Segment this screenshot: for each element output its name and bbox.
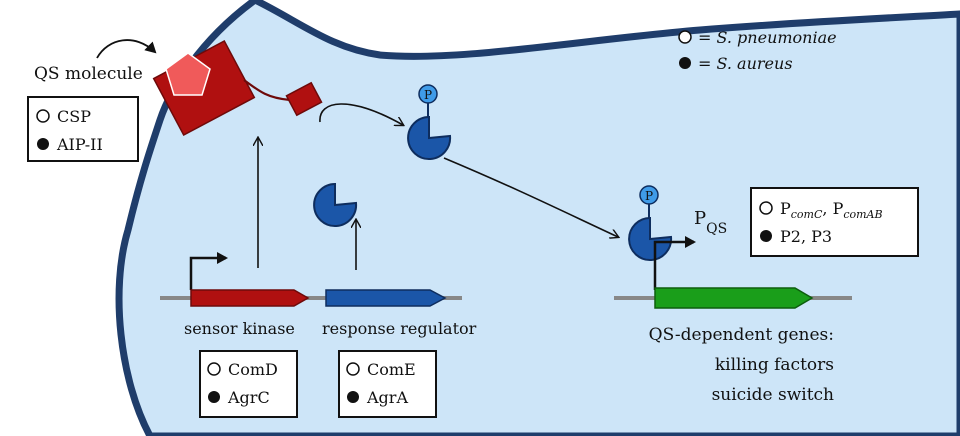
open-circle-icon <box>36 109 50 123</box>
response-item-2: AgrA <box>366 388 408 407</box>
filled-circle-icon <box>760 230 772 242</box>
legend-open-label: = S. pneumoniae <box>698 28 837 47</box>
promoter-item-2: P2, P3 <box>780 227 832 246</box>
qs-molecule-item-1: CSP <box>57 107 91 126</box>
promoter-bound-regulator: P <box>628 185 673 261</box>
qs-molecule-pentagon-icon <box>165 52 211 96</box>
promoter-left-icon <box>189 252 228 290</box>
open-circle-icon <box>678 30 692 44</box>
filled-circle-icon <box>208 391 220 403</box>
phosphate-label: P <box>424 88 432 102</box>
qs-dependent-gene <box>654 287 814 309</box>
open-circle-icon <box>759 201 773 215</box>
qs-dependent-line3: suicide switch <box>712 385 834 405</box>
filled-circle-icon <box>37 138 49 150</box>
promoter-item-1: PcomC, PcomAB <box>780 199 883 221</box>
response-item-1: ComE <box>367 360 416 379</box>
regulator-pacman-icon <box>628 216 673 261</box>
qs-molecule-box: CSP AIP-II <box>27 96 139 162</box>
promoter-qs-label: PQS <box>694 208 727 237</box>
promoter-qs-icon <box>653 236 696 290</box>
sensor-kinase-gene <box>190 289 310 307</box>
phosphotransfer-arrow <box>319 103 403 125</box>
phosphate-icon <box>418 84 438 104</box>
activation-arrow <box>443 157 618 237</box>
open-circle-icon <box>207 362 221 376</box>
sensor-kinase-receptor <box>152 39 323 137</box>
phosphate-label-2: P <box>645 189 653 203</box>
regulator-unphosphorylated-icon <box>313 182 358 227</box>
open-circle-icon <box>346 362 360 376</box>
qs-molecule-arrow <box>96 39 157 59</box>
qs-molecule-item-2: AIP-II <box>56 135 103 154</box>
response-regulator-gene <box>325 289 447 307</box>
legend-filled-label: = S. aureus <box>698 54 793 73</box>
promoter-box: PcomC, PcomAB P2, P3 <box>750 187 919 257</box>
cell-body <box>115 0 960 436</box>
qs-dependent-line1: QS-dependent genes: <box>649 325 834 345</box>
sensor-item-1: ComD <box>228 360 278 379</box>
filled-circle-icon <box>679 57 691 69</box>
response-regulator-label: response regulator <box>322 319 477 338</box>
response-regulator-box: ComE AgrA <box>338 350 437 418</box>
species-legend: = S. pneumoniae = S. aureus <box>678 28 837 73</box>
phosphate-icon <box>639 185 659 205</box>
regulator-pacman-icon <box>407 115 452 160</box>
sensor-item-2: AgrC <box>227 388 270 407</box>
sensor-kinase-box: ComD AgrC <box>199 350 298 418</box>
qs-molecule-title: QS molecule <box>34 64 143 84</box>
qs-dependent-line2: killing factors <box>715 355 834 375</box>
sensor-kinase-label: sensor kinase <box>184 319 295 338</box>
phosphorylated-regulator: P <box>407 84 452 160</box>
filled-circle-icon <box>347 391 359 403</box>
